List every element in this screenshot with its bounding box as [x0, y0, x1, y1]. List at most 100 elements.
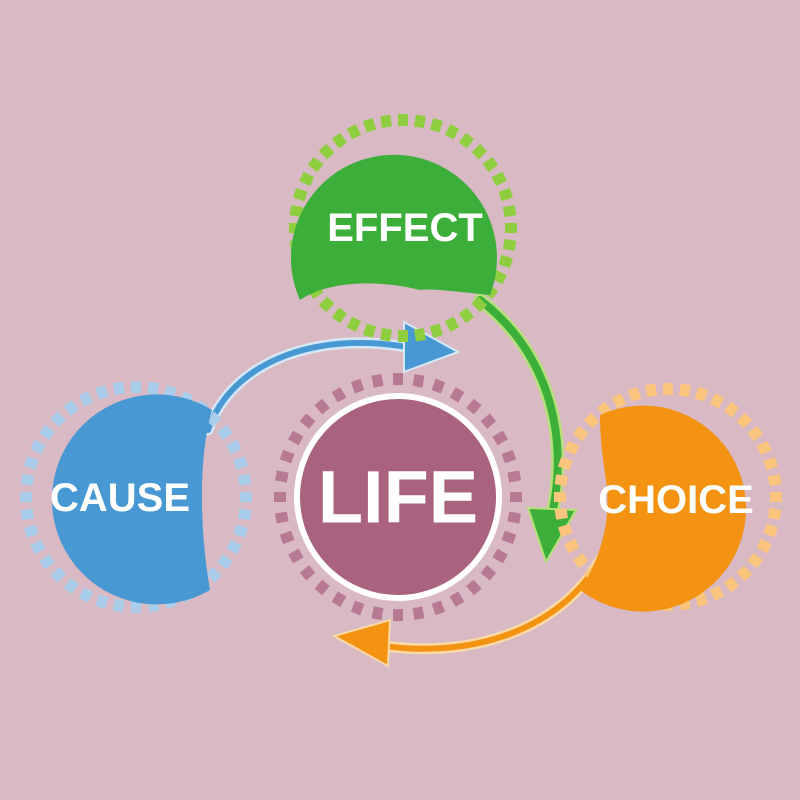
gear-tooth — [380, 114, 392, 129]
gear-tooth — [95, 385, 109, 400]
gear-tooth — [572, 552, 589, 569]
gear-tooth — [611, 393, 627, 409]
gear-tooth — [293, 188, 308, 202]
gear-tooth — [112, 598, 125, 613]
gear-tooth — [558, 457, 573, 471]
gear-tooth — [78, 587, 94, 603]
gear-tooth — [572, 425, 589, 442]
gear-tooth — [217, 554, 233, 570]
gear-tooth — [39, 554, 55, 570]
gear-tooth — [444, 316, 460, 332]
gear-tooth — [314, 398, 330, 415]
gear-tooth — [767, 474, 782, 486]
gear-tooth — [471, 296, 488, 313]
gear-tooth — [554, 508, 569, 520]
gear-tooth — [350, 378, 365, 394]
gear-tooth — [331, 591, 347, 607]
gear-tooth — [723, 401, 740, 418]
gear-tooth — [226, 539, 242, 555]
gear-tooth — [226, 439, 242, 455]
choice-circle — [580, 405, 747, 612]
gear-tooth — [78, 391, 94, 407]
gear-tooth — [466, 579, 482, 596]
gear-tooth — [112, 381, 125, 396]
gear-tooth — [736, 565, 753, 582]
gear-tooth — [444, 124, 460, 140]
gear-tooth — [275, 511, 289, 524]
gear-tooth — [414, 114, 426, 129]
gear-tooth — [498, 254, 513, 268]
gear-tooth — [747, 552, 764, 569]
gear-tooth — [747, 425, 764, 442]
gear-tooth — [429, 323, 443, 338]
gear-tooth — [30, 439, 46, 455]
gear-tooth — [480, 413, 497, 429]
gear-tooth — [412, 374, 425, 388]
gear-tooth — [289, 205, 304, 217]
gear-tooth — [318, 296, 335, 313]
gear-tooth — [449, 591, 465, 607]
effect-node: EFFECT — [289, 114, 517, 342]
gear-tooth — [756, 440, 772, 456]
gear-tooth — [233, 524, 248, 538]
effect-circle — [290, 154, 497, 300]
gear-tooth — [501, 530, 517, 545]
gear-tooth — [274, 492, 286, 502]
gear-tooth — [20, 492, 32, 502]
gear-tooth — [458, 307, 475, 324]
life-gear-teeth — [274, 373, 522, 621]
gear-tooth — [350, 600, 365, 616]
gear-tooth — [237, 508, 252, 521]
gear-tooth — [206, 567, 222, 583]
gear-tooth — [393, 373, 403, 385]
gear-tooth — [492, 548, 508, 564]
gear-tooth — [331, 387, 347, 403]
gear-tooth — [318, 143, 335, 160]
gear-tooth — [679, 383, 691, 398]
gear-tooth — [498, 188, 513, 202]
gear-tooth — [279, 530, 295, 545]
gear-tooth — [736, 412, 753, 429]
gear-tooth — [502, 205, 517, 217]
gear-tooth — [331, 307, 348, 324]
gear-tooth — [763, 523, 778, 537]
gear-tooth — [288, 548, 304, 564]
gear-tooth — [346, 124, 362, 140]
gear-tooth — [554, 474, 569, 486]
gear-tooth — [279, 449, 295, 464]
gear-tooth — [331, 132, 348, 149]
gear-tooth — [24, 456, 39, 470]
gear-tooth — [414, 327, 426, 342]
gear-tooth — [763, 457, 778, 471]
gear-tooth — [694, 387, 708, 402]
gear-tooth — [363, 118, 377, 133]
gear-tooth — [398, 330, 408, 342]
gear-tooth — [20, 473, 35, 486]
gear-tooth — [39, 424, 55, 440]
gear-tooth — [431, 378, 446, 394]
gear-tooth — [398, 114, 408, 126]
gear-tooth — [314, 579, 330, 596]
gear-tooth — [628, 387, 642, 402]
gear-tooth — [564, 538, 580, 554]
gear-tooth — [694, 592, 708, 607]
gear-tooth — [412, 606, 425, 620]
gear-tooth — [723, 576, 740, 593]
gear-tooth — [510, 492, 522, 502]
gear-tooth — [502, 239, 517, 251]
gear-tooth — [20, 508, 35, 521]
gear-tooth — [131, 601, 141, 613]
gear-tooth — [299, 565, 316, 581]
gear-tooth — [299, 171, 315, 187]
gear-tooth — [131, 381, 141, 393]
gear-tooth — [30, 539, 46, 555]
gear-tooth — [507, 511, 521, 524]
gear-tooth — [466, 398, 482, 415]
cause-circle — [51, 394, 212, 605]
gear-tooth — [458, 132, 475, 149]
gear-tooth — [507, 470, 521, 483]
gear-tooth — [371, 374, 384, 388]
gear-tooth — [429, 118, 443, 133]
gear-tooth — [480, 565, 497, 581]
